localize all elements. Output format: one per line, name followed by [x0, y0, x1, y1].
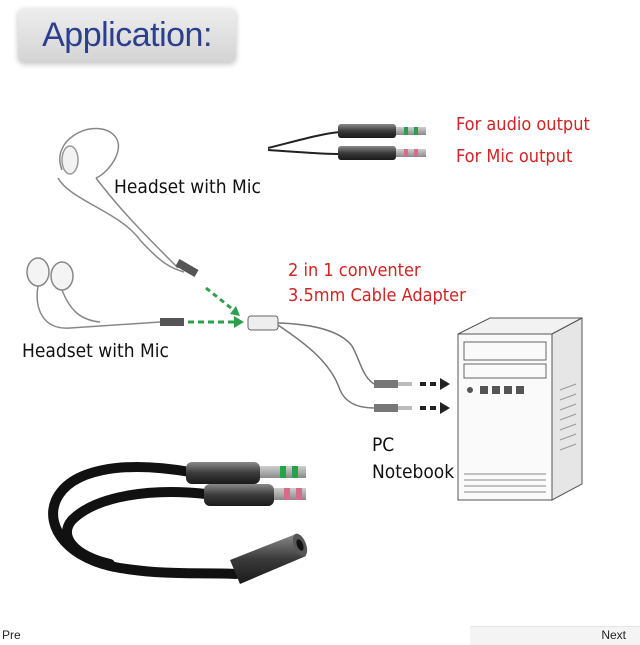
prev-link[interactable]: Pre: [2, 628, 21, 642]
pc-arrows: [420, 378, 450, 414]
label-audio-output: For audio output: [456, 114, 590, 135]
title-banner: Application:: [18, 8, 236, 62]
page-title: Application:: [42, 15, 212, 54]
next-bar: [470, 626, 640, 645]
headset-left-arrow: [188, 316, 244, 328]
headset-top-icon: [57, 127, 199, 277]
label-converter-line1: 2 in 1 conventer: [288, 260, 421, 281]
label-pc: PC: [372, 434, 395, 456]
label-converter-line2: 3.5mm Cable Adapter: [288, 285, 466, 306]
adapter-icon: [247, 315, 412, 412]
label-headset-top: Headset with Mic: [114, 176, 261, 198]
label-mic-output: For Mic output: [456, 146, 573, 167]
dual-plug-cable-icon: [267, 124, 426, 160]
next-link[interactable]: Next: [601, 628, 626, 642]
pc-tower-icon: [457, 317, 583, 501]
product-cable-photo: [48, 462, 308, 584]
headset-top-arrow: [205, 286, 240, 316]
label-notebook: Notebook: [372, 461, 455, 483]
label-headset-left: Headset with Mic: [22, 340, 169, 362]
headset-left-icon: [26, 257, 184, 329]
